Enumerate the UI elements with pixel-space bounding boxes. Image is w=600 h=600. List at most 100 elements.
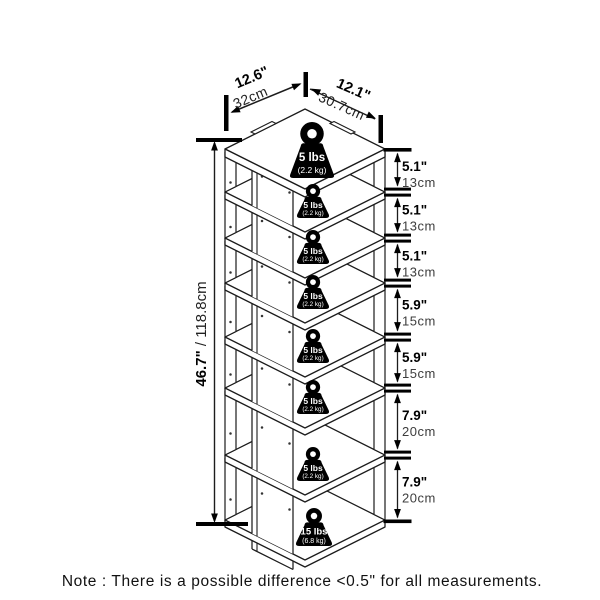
screw-dot bbox=[260, 265, 264, 268]
support-post-left-edges bbox=[224, 241, 237, 284]
side-measure-inches: 5.9" bbox=[402, 350, 427, 365]
screw-dot bbox=[229, 432, 232, 435]
center-panel bbox=[252, 166, 293, 226]
measure-tick bbox=[384, 389, 411, 393]
support-post-right-edges bbox=[373, 195, 386, 239]
weight-body bbox=[296, 341, 330, 363]
support-post-left-edges bbox=[224, 458, 237, 521]
side-measure-cm: 20cm bbox=[402, 424, 436, 439]
arrowhead bbox=[394, 288, 401, 299]
weight-kg-label: (2.2 kg) bbox=[298, 165, 327, 175]
weight-icon: 15 lbs(6.8 kg) bbox=[295, 507, 333, 546]
height-text: 46.7" / 118.8cm bbox=[193, 281, 210, 386]
top-left-dimension-label: 12.6" 32cm bbox=[230, 64, 271, 112]
support-post-left-edges bbox=[224, 195, 237, 239]
arrowhead bbox=[394, 268, 401, 278]
measure-tick bbox=[384, 450, 411, 454]
screw-dot bbox=[260, 426, 264, 429]
dimension-annotations: 5.1"13cm5.1"13cm5.1"13cm5.9"15cm5.9"15cm… bbox=[196, 72, 436, 526]
support-post-left bbox=[225, 152, 236, 192]
support-post-right-edges bbox=[373, 152, 386, 193]
top-cap-slot bbox=[249, 120, 278, 135]
weight-knob-hole bbox=[310, 333, 316, 340]
support-post-left-edges bbox=[224, 286, 237, 338]
top-cap-slot bbox=[328, 120, 357, 135]
support-post-left bbox=[225, 286, 236, 337]
weight-kg-label: (2.2 kg) bbox=[302, 210, 323, 217]
measure-tick bbox=[384, 278, 411, 282]
arrowhead bbox=[394, 460, 401, 471]
screw-dot bbox=[288, 235, 291, 239]
extension-tick bbox=[378, 115, 383, 143]
screw-dot bbox=[229, 225, 232, 229]
weight-body bbox=[289, 143, 335, 178]
weight-body bbox=[296, 242, 330, 264]
arrowhead bbox=[394, 223, 401, 233]
support-post-left bbox=[225, 391, 236, 455]
shoe-tower-structure: 5 lbs(2.2 kg)5 lbs(2.2 kg)5 lbs(2.2 kg)5… bbox=[224, 108, 386, 571]
support-post-right-edges bbox=[373, 241, 386, 284]
arrowhead bbox=[394, 342, 401, 353]
height-inches: 46.7" bbox=[193, 350, 210, 386]
screw-dot bbox=[288, 383, 291, 386]
weight-kg-label: (2.2 kg) bbox=[302, 355, 323, 362]
weight-icon: 5 lbs(2.2 kg) bbox=[296, 275, 330, 309]
spine-foot-bottom-edge bbox=[251, 548, 294, 571]
arrowhead bbox=[394, 322, 401, 332]
shelf-front-band bbox=[224, 387, 386, 436]
support-post-right bbox=[374, 458, 385, 520]
weight-knob-hole bbox=[310, 188, 316, 195]
arrowhead bbox=[394, 393, 401, 404]
support-post-left-edges bbox=[224, 340, 237, 389]
side-measure-cm: 13cm bbox=[402, 175, 436, 190]
weight-knob-hole bbox=[310, 512, 318, 520]
support-post-right-edges bbox=[373, 391, 386, 456]
side-measure-cm: 20cm bbox=[402, 491, 436, 506]
side-measure-cm: 13cm bbox=[402, 264, 436, 279]
side-measure-inches: 7.9" bbox=[402, 475, 427, 490]
weight-lbs-label: 5 lbs bbox=[303, 200, 323, 210]
shelf-front-band bbox=[224, 191, 386, 240]
side-measure-cm: 15cm bbox=[402, 366, 436, 381]
side-measure-inches: 7.9" bbox=[402, 408, 427, 423]
arrowhead bbox=[394, 373, 401, 383]
screw-dot bbox=[288, 508, 291, 511]
shelf-front-band bbox=[224, 237, 386, 286]
screw-dot bbox=[260, 492, 264, 495]
measure-tick bbox=[384, 193, 411, 197]
arrowhead bbox=[365, 111, 376, 119]
top-cap-band bbox=[224, 148, 386, 198]
arrowhead bbox=[394, 440, 401, 450]
screw-dot bbox=[260, 219, 264, 223]
screw-dot bbox=[288, 330, 291, 334]
weight-lbs-label: 5 lbs bbox=[303, 246, 323, 256]
weight-kg-label: (2.2 kg) bbox=[302, 301, 323, 308]
support-post-right bbox=[374, 286, 385, 337]
support-post-left bbox=[225, 195, 236, 238]
weight-lbs-label: 5 lbs bbox=[303, 345, 323, 355]
weight-knob-hole bbox=[310, 234, 316, 241]
height-dimension-label: 46.7" / 118.8cm bbox=[193, 281, 210, 386]
height-tick-bottom bbox=[196, 522, 248, 526]
side-measure-inches: 5.9" bbox=[402, 297, 427, 312]
measure-tick bbox=[384, 284, 411, 288]
weight-kg-label: (2.2 kg) bbox=[302, 256, 323, 263]
arrowhead bbox=[394, 177, 401, 187]
weight-body bbox=[296, 287, 330, 309]
height-cm: 118.8cm bbox=[193, 281, 210, 337]
weight-kg-label: (2.2 kg) bbox=[302, 406, 323, 413]
weight-body bbox=[296, 459, 330, 481]
screw-dot bbox=[260, 314, 264, 318]
arrowhead bbox=[211, 141, 218, 151]
measure-tick bbox=[384, 338, 411, 342]
height-tick-top bbox=[196, 138, 242, 142]
support-post-right bbox=[374, 391, 385, 455]
weight-knob-hole bbox=[307, 129, 317, 139]
weight-body bbox=[296, 392, 330, 414]
shelf-front-band bbox=[224, 336, 386, 385]
support-post-left-edges bbox=[224, 152, 237, 193]
support-post-left bbox=[225, 241, 236, 283]
screw-dot bbox=[229, 271, 232, 274]
height-separator: / bbox=[193, 338, 210, 351]
